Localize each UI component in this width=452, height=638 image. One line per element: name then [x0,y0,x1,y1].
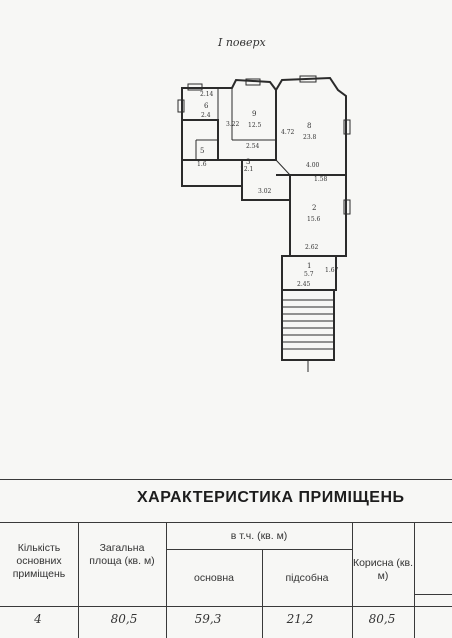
value-aux-area: 21,2 [286,612,314,626]
top-rule [0,479,452,480]
room-6-number: 6 [204,102,209,110]
header-count: Кількість основних приміщень [12,542,66,580]
value-count: 4 [34,612,42,626]
wall-outline-room2 [289,174,347,257]
dimension-label: 3.02 [258,188,272,195]
room-2-number: 2 [312,204,316,212]
header-total-area: Загальна площа (кв. м) [89,542,155,567]
dimension-label: 1.58 [314,176,328,183]
room-6-area: 2.4 [201,112,211,119]
room-2-area: 15.6 [307,216,321,223]
room-8-area: 23.8 [303,134,317,141]
room-1-area: 5.7 [304,271,314,278]
header-useful-area: Корисна (кв. м) [352,557,414,582]
room-3-area: 12.1 [240,166,253,173]
header-main-area: основна [194,572,234,584]
room-3-number: 3 [246,158,250,166]
room-9-area: 12.5 [248,122,262,129]
dimension-label: 4.72 [281,129,295,136]
table-col-divider [78,522,79,638]
dimension-label: 2.14 [200,91,214,98]
table-title: ХАРАКТЕРИСТИКА ПРИМІЩЕНЬ [137,489,405,506]
room-5-number: 5 [200,147,204,155]
table-col-divider [352,522,353,638]
table-col-divider [166,522,167,638]
header-group: в т.ч. (кв. м) [230,530,288,542]
room-8-number: 8 [307,122,311,130]
table-col-divider [414,522,415,638]
floor-plan: 6 2.4 9 12.5 8 23.8 5 1.6 3 12.1 2 15.6 … [177,75,351,372]
value-total-area: 80,5 [110,612,138,626]
table-top-border [0,522,452,523]
dimension-label: 1.67 [325,267,339,274]
room-5-area: 1.6 [197,161,207,168]
dimension-label: 2.62 [305,244,319,251]
wall-outline-hall [241,160,290,201]
floor-label: I поверх [218,36,266,49]
room-1-number: 1 [307,262,311,270]
value-useful-area: 80,5 [368,612,396,626]
dimension-label: 3.22 [226,121,240,128]
dimension-label: 2.45 [297,281,311,288]
table-row-divider [414,594,452,595]
value-main-area: 59,3 [194,612,222,626]
wall-outline-room1 [281,255,337,291]
header-aux-area: підсобна [285,572,329,584]
dimension-label: 4.00 [306,162,320,169]
room-9-number: 9 [252,110,256,118]
table-col-divider [262,549,263,638]
table-header-bottom [0,606,452,607]
dimension-label: 2.54 [246,143,260,150]
group-header-divider [166,549,352,550]
